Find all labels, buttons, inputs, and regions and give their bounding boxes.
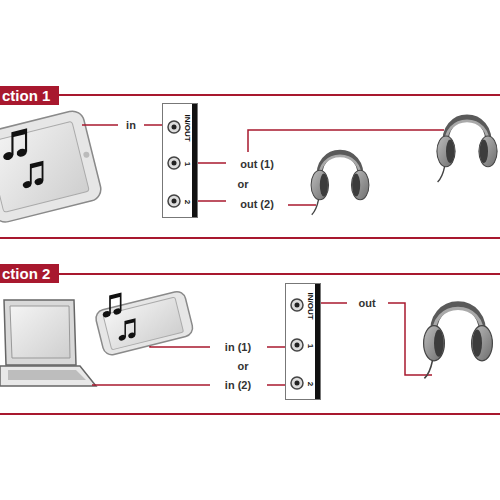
laptop [0,300,96,386]
connection-label: out (1) [238,158,276,170]
section-tab: ction 2 [0,264,59,283]
headphones [424,305,493,379]
connection-label: or [236,178,251,190]
headphones [437,118,497,182]
headphones [311,153,369,215]
section-title: ction 2 [2,265,50,282]
splitter-device [162,103,198,218]
music-note [22,162,44,189]
music-note [118,319,136,341]
port-number: 2 [306,382,314,386]
section-tab: ction 1 [0,86,59,105]
connection-label: or [236,360,251,372]
port-label: IN/OUT [306,292,314,319]
port-label: IN/OUT [183,114,191,141]
splitter-box: IN/OUT 1 2 [162,103,198,218]
connection-label: out [356,297,377,309]
music-note [2,130,28,162]
splitter-device [285,283,321,400]
connection-label: in (1) [223,341,253,353]
splitter-box: IN/OUT 1 2 [285,283,321,400]
music-note [102,294,122,319]
section-title: ction 1 [2,87,50,104]
connection-label: in [124,119,138,131]
wire [92,303,432,385]
wire [82,125,444,205]
port-number: 1 [306,344,314,348]
port-number: 1 [183,162,191,166]
connection-label: out (2) [238,198,276,210]
tablet [0,109,103,225]
connection-label: in (2) [223,379,253,391]
port-number: 2 [183,200,191,204]
